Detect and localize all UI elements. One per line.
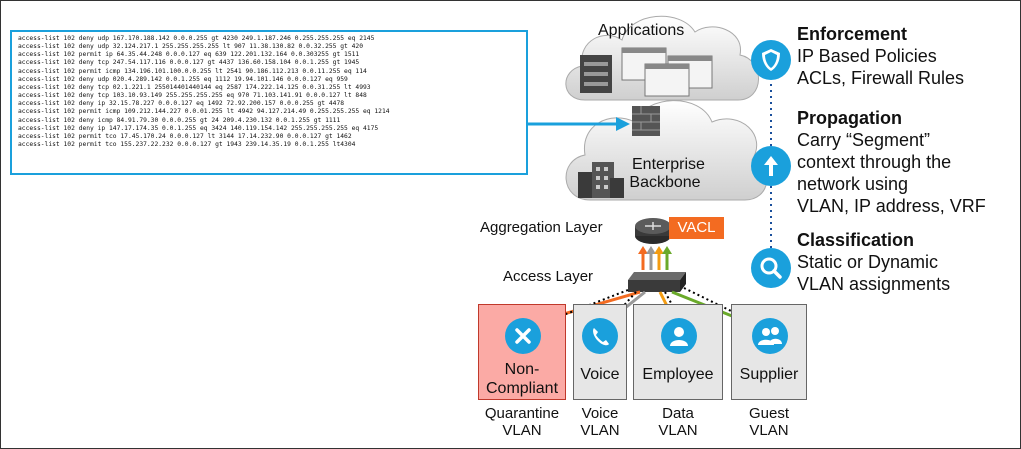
person-icon xyxy=(661,318,697,354)
acl-line: access-list 102 deny tcp 103.10.93.149 2… xyxy=(18,92,367,100)
arrow-up-icon xyxy=(751,146,791,186)
acl-line: access-list 102 deny ip 147.17.174.35 0.… xyxy=(18,124,379,132)
enterprise-label-line2: Backbone xyxy=(629,174,701,191)
acl-line: access-list 102 deny udp 020.4.289.142 0… xyxy=(18,75,348,83)
app-windows-icon xyxy=(621,47,713,97)
aggregation-layer-label: Aggregation Layer xyxy=(480,219,603,236)
propagation-line: VLAN, IP address, VRF xyxy=(797,196,986,216)
endpoint-supplier[interactable]: Supplier xyxy=(731,304,807,400)
vlan-label-line: Guest xyxy=(748,405,790,422)
acl-line: access-list 102 deny tcp 02.1.221.1 2550… xyxy=(18,83,371,91)
endpoint-non-compliant[interactable]: Non- Compliant xyxy=(478,304,566,400)
classification-heading: Classification xyxy=(797,230,915,250)
x-icon xyxy=(505,318,541,354)
classification-section: Classification Static or Dynamic VLAN as… xyxy=(797,230,950,295)
enforcement-heading: Enforcement xyxy=(797,24,908,44)
vlan-label: Quarantine VLAN xyxy=(470,405,574,439)
propagation-line: network using xyxy=(797,174,909,194)
classification-line: Static or Dynamic xyxy=(797,252,939,272)
vacl-badge: VACL xyxy=(669,217,724,239)
acl-line: access-list 102 permit icmp 134.196.101.… xyxy=(18,67,367,75)
vlan-label-line: VLAN xyxy=(502,422,542,439)
server-icon xyxy=(580,55,612,93)
endpoint-label: Employee xyxy=(642,366,714,383)
vlan-label: Guest VLAN xyxy=(731,405,807,439)
firewall-icon xyxy=(632,106,660,136)
propagation-heading: Propagation xyxy=(797,108,903,128)
classification-line: VLAN assignments xyxy=(797,274,951,294)
phone-icon xyxy=(582,318,618,354)
acl-line: access-list 102 permit tco 17.45.170.24 … xyxy=(18,132,352,140)
enterprise-label-line1: Enterprise xyxy=(632,156,705,173)
search-icon xyxy=(751,248,791,288)
propagation-line: Carry “Segment” xyxy=(797,130,931,150)
vlan-label-line: VLAN xyxy=(580,422,620,439)
vlan-label-line: Voice xyxy=(581,405,619,422)
acl-line: access-list 102 permit tco 155.237.22.23… xyxy=(18,141,356,149)
enforcement-line: IP Based Policies xyxy=(797,46,937,66)
acl-line: access-list 102 deny tcp 247.54.117.116 … xyxy=(18,59,360,67)
switch-icon xyxy=(628,272,686,292)
shield-icon xyxy=(751,40,791,80)
vlan-label-line: VLAN xyxy=(749,422,789,439)
acl-line: access-list 102 deny udp 167.170.188.142… xyxy=(18,35,375,42)
enforcement-section: Enforcement IP Based Policies ACLs, Fire… xyxy=(797,24,964,89)
acl-line: access-list 102 deny udp 32.124.217.1 25… xyxy=(18,43,363,51)
endpoint-label: Supplier xyxy=(739,366,799,383)
vlan-label: Data VLAN xyxy=(633,405,723,439)
acl-line: access-list 102 permit icmp 109.212.144.… xyxy=(18,108,390,116)
building-icon xyxy=(578,162,624,198)
acl-line: access-list 102 permit ip 64.35.44.248 0… xyxy=(18,51,360,59)
enforcement-line: ACLs, Firewall Rules xyxy=(797,68,965,88)
vlan-label: Voice VLAN xyxy=(573,405,627,439)
acl-line: access-list 102 deny icmp 84.91.79.30 0.… xyxy=(18,116,341,124)
endpoint-label-line: Compliant xyxy=(485,380,559,397)
applications-label: Applications xyxy=(598,22,685,39)
endpoint-label-line: Non- xyxy=(504,361,540,378)
acl-listing: access-list 102 deny udp 167.170.188.142… xyxy=(10,30,528,175)
propagation-section: Propagation Carry “Segment” context thro… xyxy=(797,108,986,217)
traffic-arrows xyxy=(638,246,672,270)
endpoint-voice[interactable]: Voice xyxy=(573,304,627,400)
people-icon xyxy=(752,318,788,354)
router-icon xyxy=(635,218,671,244)
acl-line: access-list 102 deny ip 32.15.78.227 0.0… xyxy=(18,100,345,108)
endpoint-employee[interactable]: Employee xyxy=(633,304,723,400)
enterprise-label: Enterprise Backbone xyxy=(629,156,705,192)
endpoint-label: Voice xyxy=(580,366,620,383)
vlan-label-line: Data xyxy=(662,405,694,422)
endpoint-label: Non- Compliant xyxy=(479,360,565,398)
propagation-line: context through the xyxy=(797,152,952,172)
access-layer-label: Access Layer xyxy=(503,268,594,285)
vlan-label-line: Quarantine xyxy=(484,405,560,422)
vlan-label-line: VLAN xyxy=(658,422,698,439)
